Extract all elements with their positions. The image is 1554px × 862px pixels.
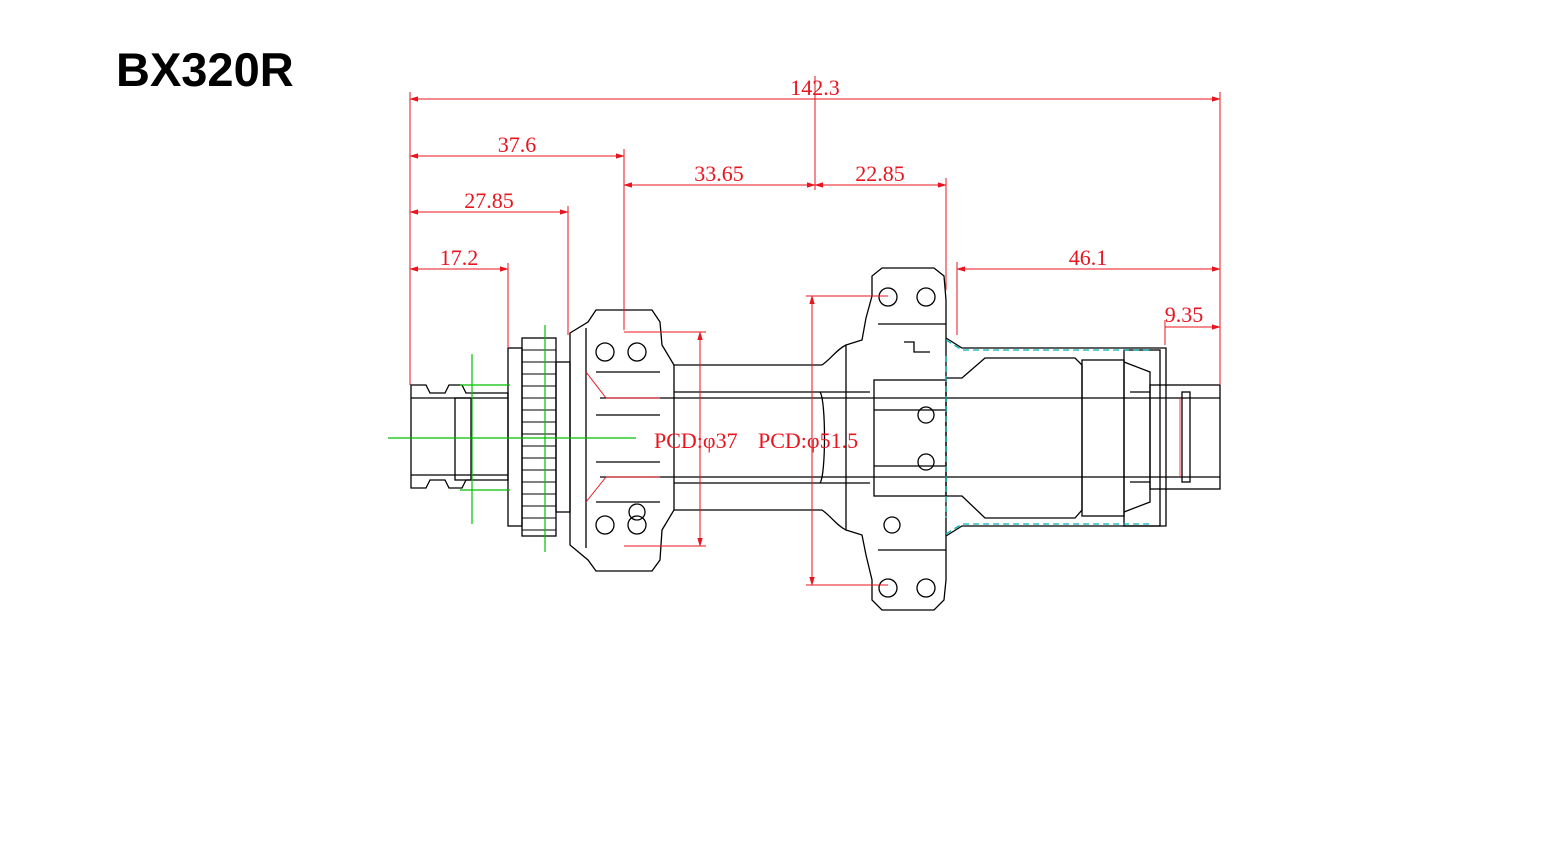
center-lines xyxy=(388,325,636,552)
dim-33-65-label: 33.65 xyxy=(694,161,744,186)
dim-46-1-label: 46.1 xyxy=(1069,245,1108,270)
pcd-flange-label: PCD:φ51.5 xyxy=(758,428,858,453)
pcd-rotor-label: PCD:φ37 xyxy=(654,428,738,453)
dim-9-35-label: 9.35 xyxy=(1165,302,1204,327)
dim-17-2-label: 17.2 xyxy=(440,245,479,270)
dimension-lines xyxy=(409,76,1221,586)
model-title: BX320R xyxy=(116,43,294,96)
dim-27-85-label: 27.85 xyxy=(464,188,514,213)
dimension-labels: 142.3 37.6 27.85 17.2 33.65 22.85 46.1 9… xyxy=(440,75,1204,453)
hidden-lines xyxy=(945,339,1150,535)
dim-22-85-label: 22.85 xyxy=(855,161,905,186)
dim-overall-label: 142.3 xyxy=(790,75,840,100)
dim-37-6-label: 37.6 xyxy=(498,132,537,157)
